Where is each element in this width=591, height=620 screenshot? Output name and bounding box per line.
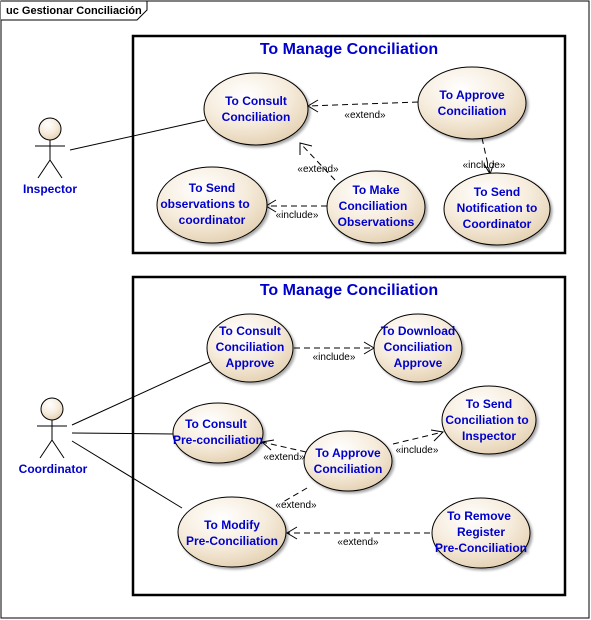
association-coordinator-modify [71, 440, 183, 509]
svg-text:To Download: To Download [381, 324, 455, 338]
svg-text:Conciliation: Conciliation [216, 340, 285, 354]
svg-text:Pre-Conciliation: Pre-Conciliation [435, 541, 527, 555]
svg-text:Approve: Approve [394, 356, 443, 370]
svg-text:«extend»: «extend» [275, 500, 317, 511]
svg-text:«extend»: «extend» [297, 164, 339, 175]
svg-text:«include»: «include» [463, 160, 506, 171]
package-box-top [131, 34, 567, 255]
inspector-actor[interactable]: Inspector [23, 117, 77, 196]
svg-text:«include»: «include» [276, 210, 319, 221]
extend-approve-to-consult: «extend» [307, 99, 419, 121]
svg-text:«extend»: «extend» [344, 110, 386, 121]
use-case-consult-preconciliation[interactable]: To Consult Pre-conciliation [172, 402, 264, 464]
svg-text:To Consult: To Consult [185, 417, 247, 431]
svg-text:Notification to: Notification to [457, 201, 538, 215]
include-make-observations-to-send-observations: «include» [265, 199, 327, 221]
inspector-label: Inspector [23, 182, 77, 196]
svg-text:Conciliation: Conciliation [339, 199, 408, 213]
association-coordinator-consult-approve [71, 361, 211, 426]
package-title-bottom: To Manage Conciliation [260, 282, 438, 299]
svg-text:To Send: To Send [466, 397, 512, 411]
use-case-consult-conciliation[interactable]: To Consult Conciliation [203, 72, 309, 146]
use-case-download-conciliation-approve[interactable]: To Download Conciliation Approve [373, 313, 463, 383]
svg-text:To Consult: To Consult [219, 324, 281, 338]
svg-text:Observations: Observations [338, 215, 415, 229]
extend-approve-to-modify: «extend» [275, 487, 317, 511]
extend-approve-to-consult-pre: «extend» [260, 439, 307, 463]
svg-text:Approve: Approve [226, 356, 275, 370]
include-approve-to-send-notification: «include» [463, 137, 506, 176]
svg-text:Register: Register [457, 525, 505, 539]
svg-text:Pre-conciliation: Pre-conciliation [173, 433, 263, 447]
use-case-approve-conciliation[interactable]: To Approve Conciliation [417, 66, 527, 140]
svg-text:Conciliation: Conciliation [314, 462, 383, 476]
svg-text:To Make: To Make [352, 183, 399, 197]
inspector-head [38, 117, 62, 141]
use-case-send-conciliation-to-inspector[interactable]: To Send Conciliation to Inspector [441, 385, 537, 455]
frame-tab [1, 0, 148, 21]
association-inspector-consult [69, 119, 206, 151]
package-box-bottom [131, 275, 567, 597]
use-case-send-observations[interactable]: To Send observations to coordinator [156, 166, 268, 244]
association-coordinator-consult-pre [71, 432, 175, 435]
svg-text:«extend»: «extend» [263, 452, 305, 463]
include-approve-to-send-inspector: «include» [392, 429, 445, 456]
package-title-top: To Manage Conciliation [260, 41, 438, 58]
svg-text:«include»: «include» [396, 445, 439, 456]
use-case-modify-preconciliation[interactable]: To Modify Pre-Conciliation [177, 496, 287, 568]
svg-text:Pre-Conciliation: Pre-Conciliation [186, 534, 278, 548]
use-case-remove-register-preconciliation[interactable]: To Remove Register Pre-Conciliation [431, 497, 531, 569]
svg-text:Inspector: Inspector [462, 429, 516, 443]
svg-text:Conciliation: Conciliation [438, 104, 507, 118]
include-consult-approve-to-download: «include» [294, 341, 375, 363]
svg-text:To Send: To Send [474, 185, 520, 199]
coordinator-actor[interactable]: Coordinator [19, 397, 88, 476]
svg-text:Conciliation: Conciliation [222, 110, 291, 124]
svg-text:Conciliation: Conciliation [384, 340, 453, 354]
use-case-send-notification[interactable]: To Send Notification to Coordinator [443, 172, 551, 246]
use-case-consult-conciliation-approve[interactable]: To Consult Conciliation Approve [206, 313, 294, 383]
svg-text:To Approve: To Approve [439, 88, 505, 102]
use-case-approve-conciliation-2[interactable]: To Approve Conciliation [303, 430, 393, 492]
coordinator-label: Coordinator [19, 462, 88, 476]
svg-text:Coordinator: Coordinator [463, 217, 532, 231]
frame-label: uc Gestionar Conciliación [6, 5, 142, 17]
svg-text:«extend»: «extend» [337, 537, 379, 548]
svg-text:To Consult: To Consult [225, 94, 287, 108]
coordinator-head [40, 397, 64, 421]
svg-text:To Remove: To Remove [447, 509, 511, 523]
extend-make-observations-to-consult: «extend» [297, 142, 339, 181]
extend-remove-to-modify: «extend» [286, 526, 430, 548]
svg-text:«include»: «include» [313, 352, 356, 363]
svg-text:To Modify: To Modify [204, 518, 260, 532]
svg-text:To Send: To Send [189, 181, 235, 195]
svg-text:observations to: observations to [160, 197, 249, 211]
svg-text:Conciliation to: Conciliation to [445, 413, 528, 427]
svg-text:coordinator: coordinator [179, 213, 246, 227]
svg-text:To Approve: To Approve [315, 446, 381, 460]
use-case-make-observations[interactable]: To Make Conciliation Observations [326, 170, 426, 244]
